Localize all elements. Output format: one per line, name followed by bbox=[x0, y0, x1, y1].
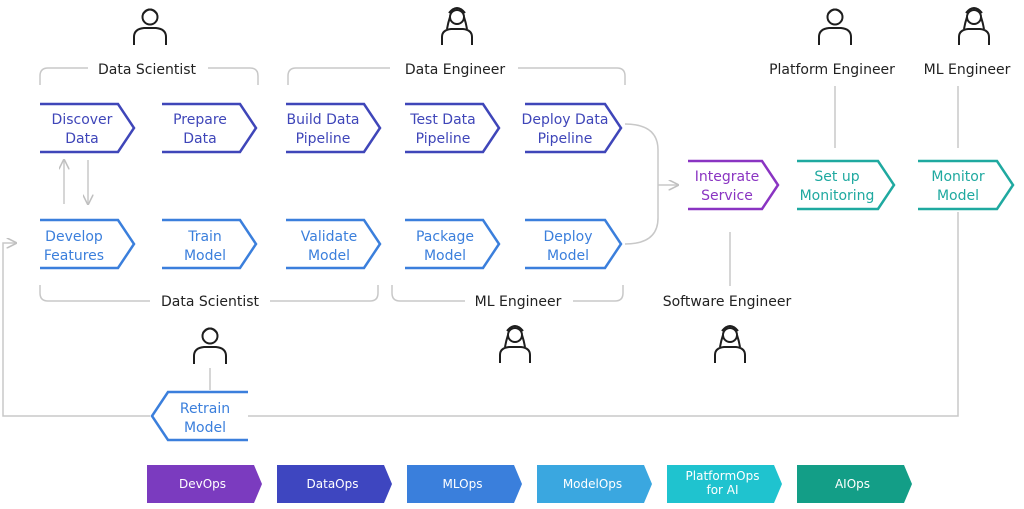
legend-item-0: DevOps bbox=[147, 465, 262, 503]
ml-engineer-top-person-icon bbox=[958, 7, 990, 46]
step-develop-features-line2: Features bbox=[44, 248, 104, 264]
legend-item-1: DataOps bbox=[277, 465, 392, 503]
step-deploy-model: Deploy Model bbox=[525, 218, 623, 270]
step-prepare-data-line1: Prepare bbox=[173, 112, 227, 128]
role-data-engineer: Data Engineer bbox=[405, 62, 505, 78]
legend-item-shape bbox=[537, 465, 652, 503]
step-test-data-pipeline: Test Data Pipeline bbox=[405, 102, 501, 154]
step-set-up-monitoring: Set up Monitoring bbox=[797, 159, 896, 211]
step-prepare-data-line2: Data bbox=[183, 131, 216, 147]
step-deploy-model-line2: Model bbox=[547, 248, 589, 264]
legend-item-label: PlatformOps bbox=[686, 469, 760, 483]
step-integrate-service-line2: Service bbox=[701, 188, 753, 204]
role-software-engineer: Software Engineer bbox=[663, 294, 792, 310]
step-deploy-model-line1: Deploy bbox=[543, 229, 592, 245]
step-package-model-line1: Package bbox=[416, 229, 474, 245]
step-develop-features-line1: Develop bbox=[45, 229, 103, 245]
step-build-data-pipeline: Build Data Pipeline bbox=[286, 102, 382, 154]
step-develop-features: Develop Features bbox=[40, 218, 136, 270]
step-deploy-data-pipeline: Deploy Data Pipeline bbox=[522, 102, 623, 154]
ops-legend: DevOps DataOps MLOps ModelOps PlatformOpsfor… bbox=[147, 465, 912, 503]
role-data-scientist-top: Data Scientist bbox=[98, 62, 197, 78]
legend-item-label: MLOps bbox=[443, 477, 483, 491]
platform-engineer-person-icon bbox=[818, 8, 852, 46]
step-test-data-pipeline-line1: Test Data bbox=[409, 112, 475, 128]
step-package-model-line2: Model bbox=[424, 248, 466, 264]
ml-engineer-bottom-person-icon bbox=[499, 325, 531, 364]
step-integrate-service-line1: Integrate bbox=[695, 169, 759, 185]
legend-item-shape bbox=[797, 465, 912, 503]
legend-item-shape bbox=[277, 465, 392, 503]
step-set-up-monitoring-line1: Set up bbox=[814, 169, 859, 185]
step-retrain-model-line1: Retrain bbox=[180, 401, 230, 417]
data-engineer-person-icon bbox=[441, 7, 473, 46]
step-train-model: Train Model bbox=[162, 218, 258, 270]
step-validate-model-line2: Model bbox=[308, 248, 350, 264]
role-brackets bbox=[39, 67, 626, 302]
step-monitor-model: Monitor Model bbox=[918, 159, 1015, 211]
step-build-data-pipeline-line2: Pipeline bbox=[296, 131, 351, 147]
legend-item-label: ModelOps bbox=[563, 477, 622, 491]
legend-item-2: MLOps bbox=[407, 465, 522, 503]
step-deploy-data-pipeline-line1: Deploy Data bbox=[522, 112, 609, 128]
step-package-model: Package Model bbox=[405, 218, 501, 270]
step-monitor-model-line2: Model bbox=[937, 188, 979, 204]
step-train-model-line1: Train bbox=[187, 229, 222, 245]
legend-item-label: AIOps bbox=[835, 477, 870, 491]
data-scientist-top-person-icon bbox=[133, 8, 167, 46]
role-platform-engineer: Platform Engineer bbox=[769, 62, 895, 78]
step-retrain-model: Retrain Model bbox=[150, 390, 248, 442]
step-retrain-model-line2: Model bbox=[184, 420, 226, 436]
step-test-data-pipeline-line2: Pipeline bbox=[416, 131, 471, 147]
step-train-model-line2: Model bbox=[184, 248, 226, 264]
step-validate-model: Validate Model bbox=[286, 218, 382, 270]
step-set-up-monitoring-line2: Monitoring bbox=[800, 188, 875, 204]
data-scientist-bottom-person-icon bbox=[193, 327, 227, 365]
step-deploy-data-pipeline-line2: Pipeline bbox=[538, 131, 593, 147]
legend-item-label: for AI bbox=[706, 483, 738, 497]
role-ml-engineer-bottom: ML Engineer bbox=[475, 294, 562, 310]
step-discover-data-line1: Discover bbox=[52, 112, 113, 128]
legend-item-shape bbox=[147, 465, 262, 503]
legend-item-shape bbox=[667, 465, 782, 503]
software-engineer-person-icon bbox=[714, 325, 746, 364]
step-discover-data: Discover Data bbox=[40, 102, 136, 154]
connectors bbox=[2, 86, 959, 417]
legend-item-shape bbox=[407, 465, 522, 503]
step-prepare-data: Prepare Data bbox=[162, 102, 258, 154]
step-build-data-pipeline-line1: Build Data bbox=[286, 112, 359, 128]
legend-item-3: ModelOps bbox=[537, 465, 652, 503]
role-data-scientist-bottom: Data Scientist bbox=[161, 294, 260, 310]
legend-item-5: AIOps bbox=[797, 465, 912, 503]
legend-item-label: DevOps bbox=[179, 477, 226, 491]
step-monitor-model-line1: Monitor bbox=[931, 169, 984, 185]
step-validate-model-line1: Validate bbox=[301, 229, 357, 245]
role-ml-engineer-top: ML Engineer bbox=[924, 62, 1011, 78]
step-discover-data-line2: Data bbox=[65, 131, 98, 147]
step-integrate-service: Integrate Service bbox=[688, 159, 780, 211]
legend-item-label: DataOps bbox=[307, 477, 359, 491]
